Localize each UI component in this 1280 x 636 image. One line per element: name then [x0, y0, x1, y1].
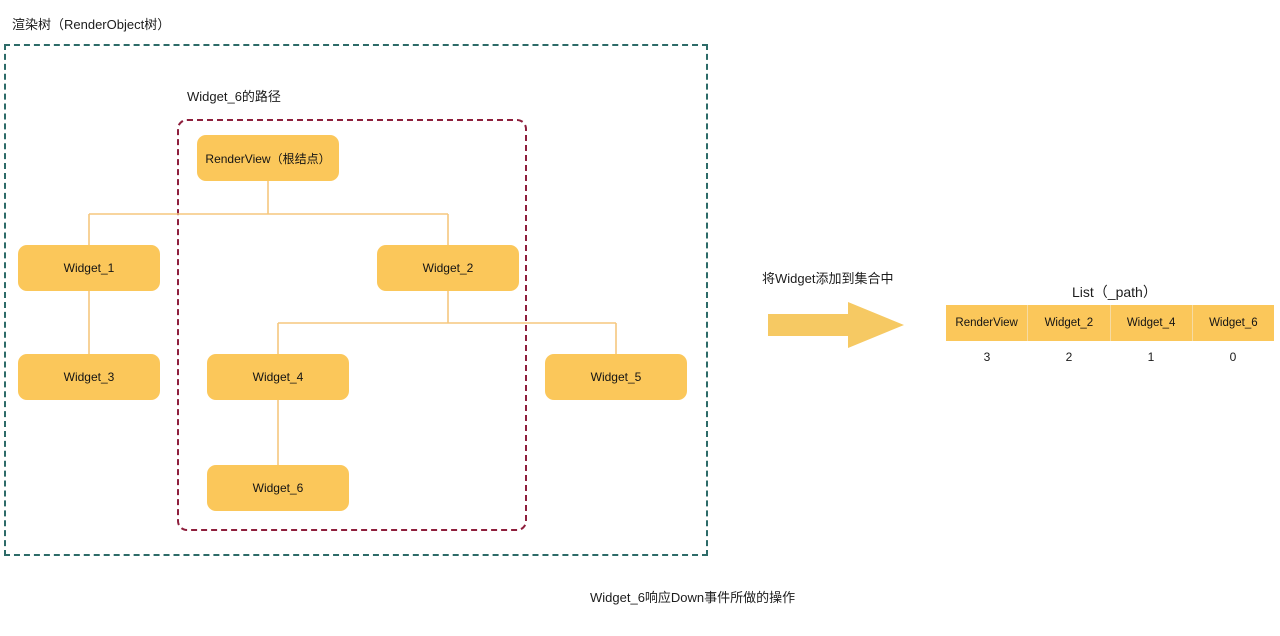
diagram-caption: Widget_6响应Down事件所做的操作	[590, 590, 796, 605]
list-cell[interactable]: Widget_6	[1209, 317, 1258, 329]
tree-node-widget-4[interactable]: Widget_4	[207, 354, 349, 400]
render-tree-title: 渲染树（RenderObject树）	[12, 17, 171, 32]
render-tree-boundary	[4, 44, 708, 556]
arrow-caption: 将Widget添加到集合中	[762, 271, 894, 286]
list-panel-title: List（_path）	[1072, 284, 1157, 300]
list-cell[interactable]: Widget_2	[1028, 305, 1111, 341]
list-index: 3	[983, 350, 991, 364]
tree-node-renderview[interactable]: RenderView（根结点）	[197, 135, 339, 181]
widget6-path-label: Widget_6的路径	[187, 89, 281, 104]
tree-node-widget-1[interactable]: Widget_1	[18, 245, 160, 291]
tree-node-widget-2[interactable]: Widget_2	[377, 245, 519, 291]
list-cell[interactable]: Widget_4	[1111, 305, 1193, 341]
list-cell[interactable]: RenderView	[946, 305, 1029, 341]
widget6-path-boundary	[177, 119, 527, 531]
tree-node-widget-6[interactable]: Widget_6	[207, 465, 349, 511]
list-index: 1	[1147, 350, 1155, 364]
right-arrow-icon	[768, 302, 904, 348]
list-path-table: RenderView Widget_2 Widget_4 Widget_6	[946, 305, 1274, 341]
list-index: 2	[1065, 350, 1073, 364]
list-index: 0	[1229, 350, 1237, 364]
list-index-row: 3 2 1 0	[946, 348, 1274, 366]
tree-node-widget-3[interactable]: Widget_3	[18, 354, 160, 400]
tree-node-widget-5[interactable]: Widget_5	[545, 354, 687, 400]
